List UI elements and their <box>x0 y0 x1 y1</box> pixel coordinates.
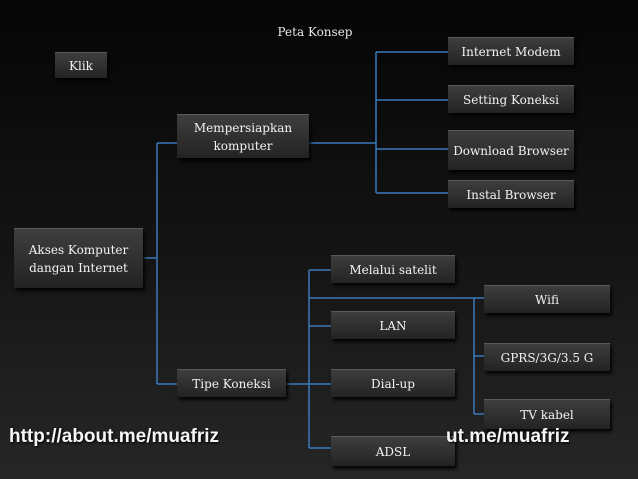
footer-url-right-text: ut.me/muafriz <box>446 426 570 447</box>
connector-prepare <box>309 51 448 194</box>
wireless-tv-kabel: TV kabel <box>484 399 610 429</box>
type-satelit: Melalui satelit <box>331 255 455 283</box>
wireless-wifi: Wifi <box>484 285 610 313</box>
type-lan: LAN <box>331 311 455 339</box>
page-title: Peta Konsep <box>277 25 353 39</box>
type-adsl: ADSL <box>331 436 455 466</box>
footer-url-left[interactable]: http://about.me/muafriz <box>9 426 220 447</box>
step-internet-modem: Internet Modem <box>448 37 574 65</box>
wireless-gprs: GPRS/3G/3.5 G <box>484 343 610 371</box>
step-download-browser: Download Browser <box>448 130 574 170</box>
connector-root <box>143 142 177 385</box>
step-instal-browser: Instal Browser <box>448 180 574 208</box>
branch-prepare: Mempersiapkan komputer <box>177 114 309 158</box>
branch-connection-type: Tipe Koneksi <box>177 369 286 397</box>
root-node: Akses Komputer dangan Internet <box>14 228 143 288</box>
connector-wireless <box>309 297 484 415</box>
klik-button[interactable]: Klik <box>55 52 107 78</box>
type-dialup: Dial-up <box>331 369 455 397</box>
connector-connection <box>286 269 331 449</box>
step-setting-koneksi: Setting Koneksi <box>448 85 574 113</box>
footer-url-right[interactable]: ut.me/muafriz <box>446 426 586 448</box>
